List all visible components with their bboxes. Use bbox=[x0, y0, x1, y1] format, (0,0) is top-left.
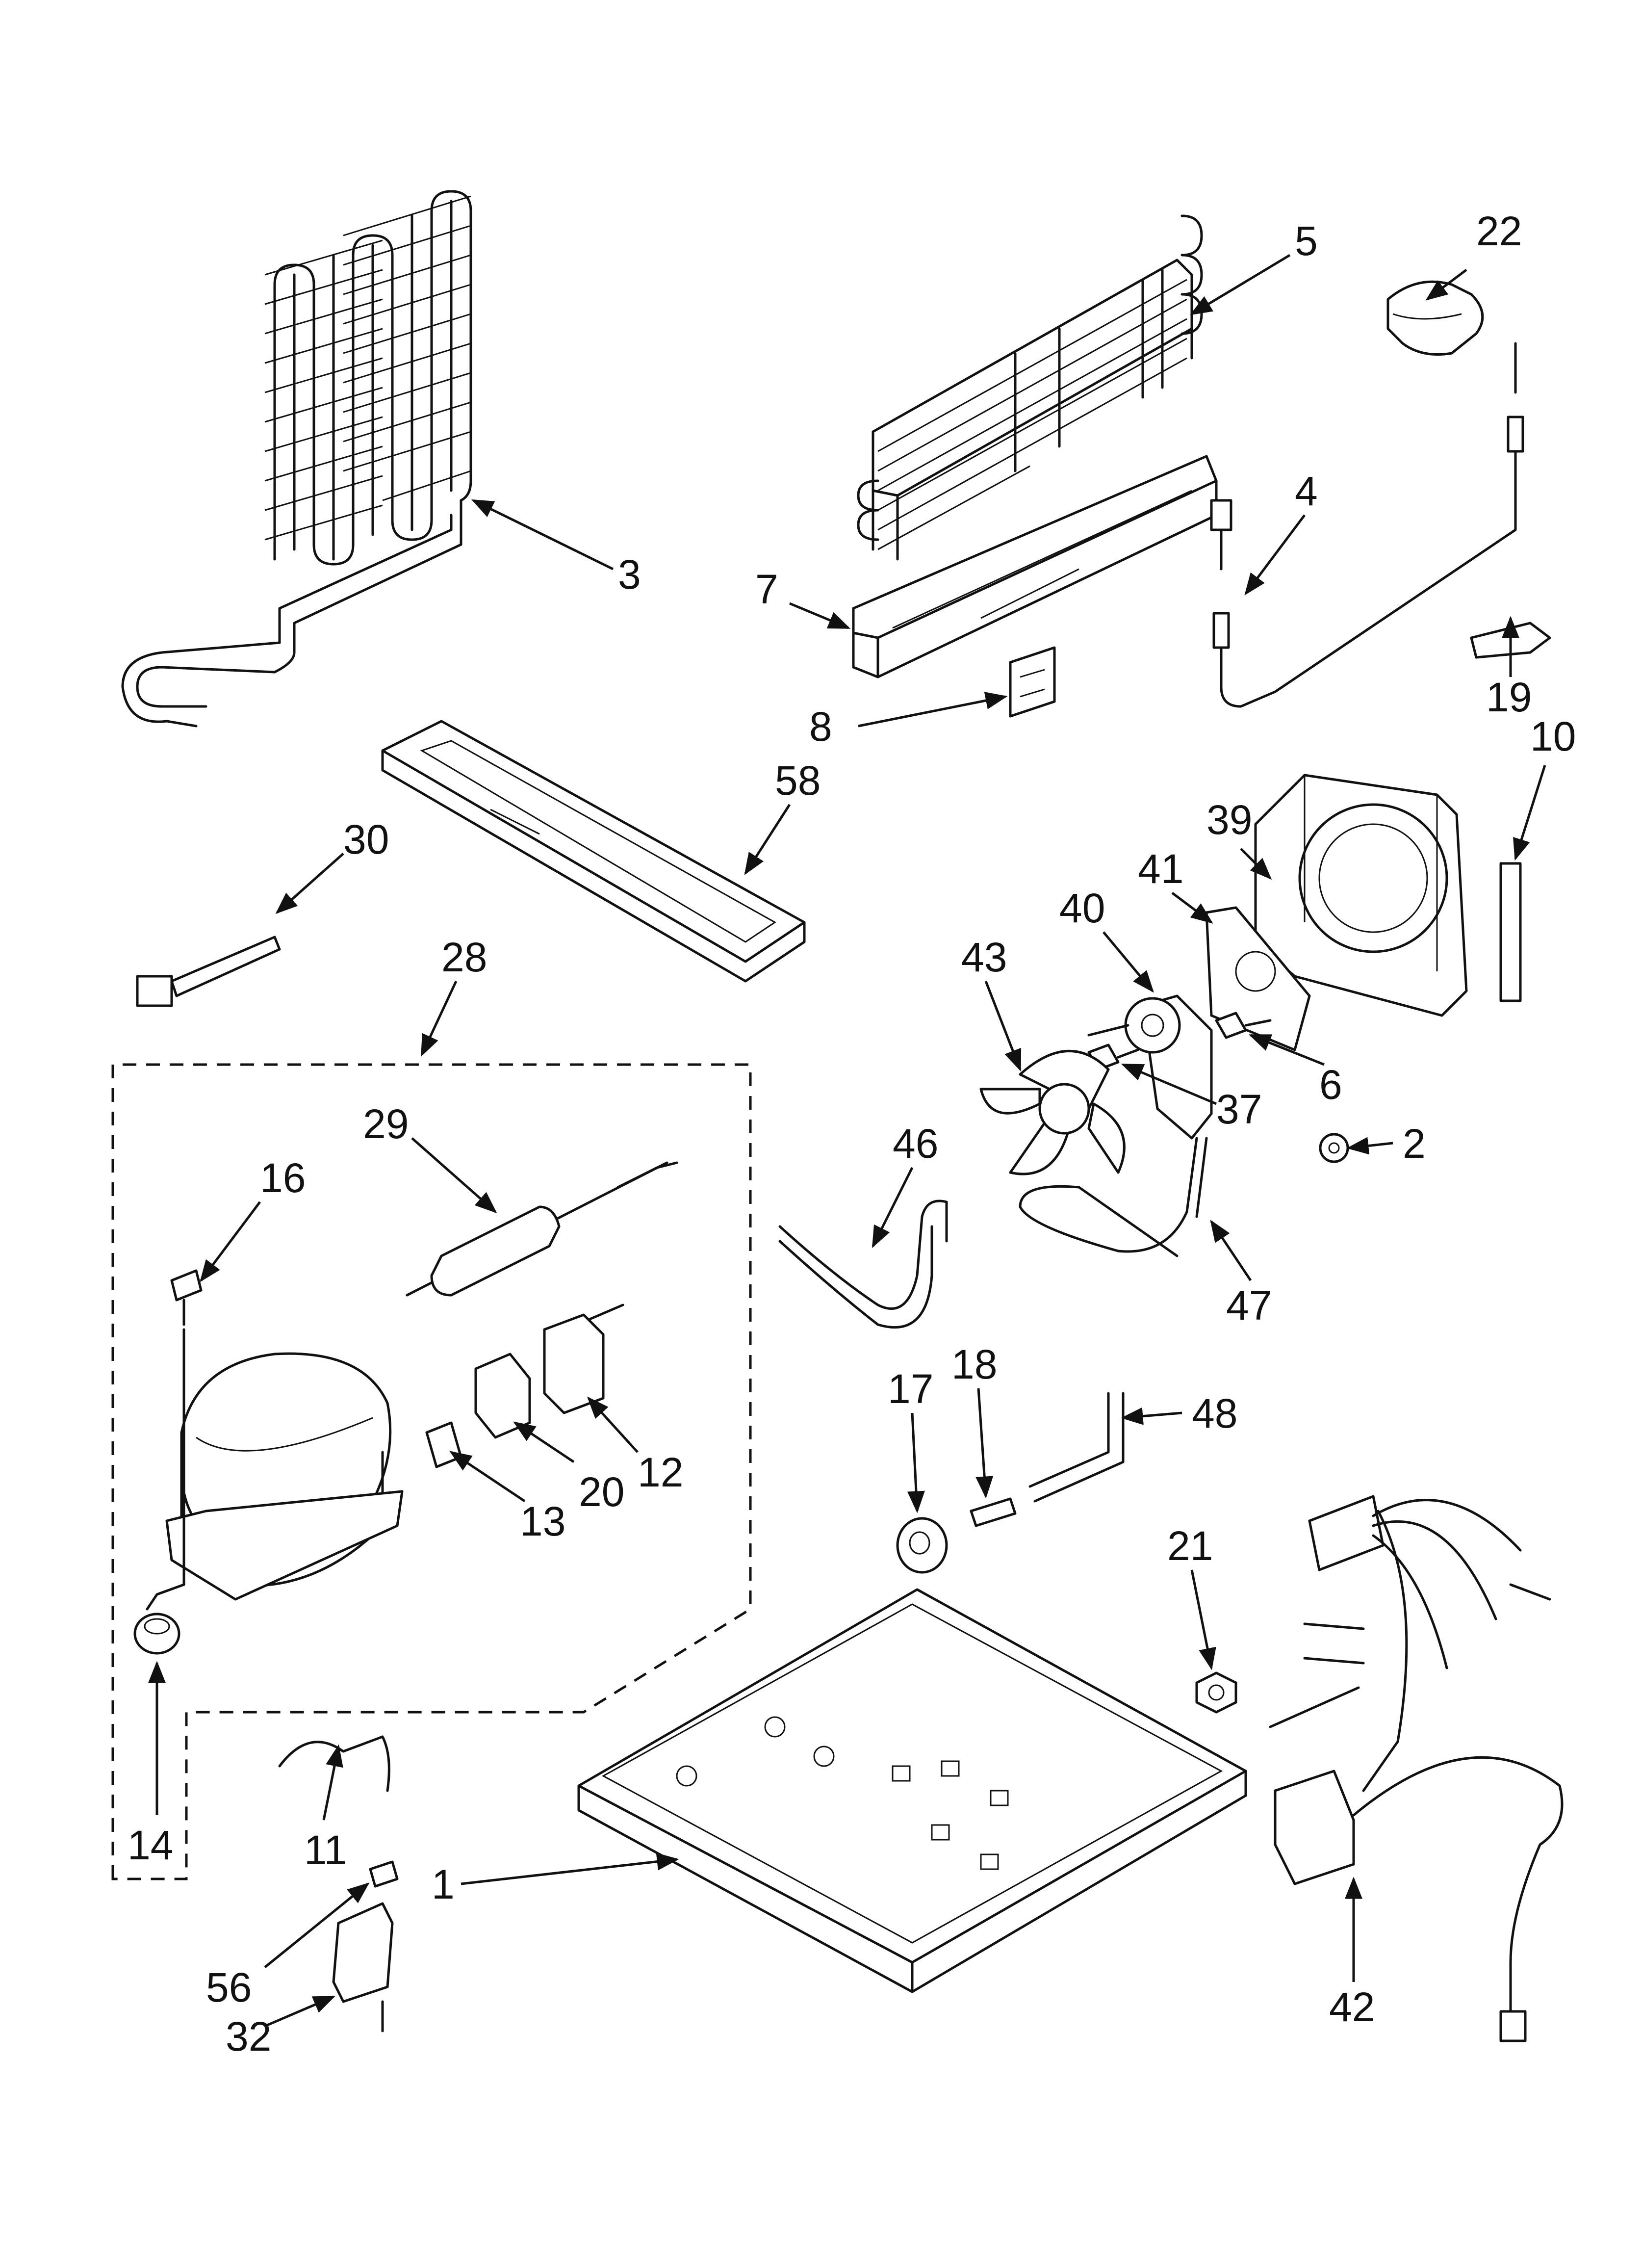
callout-22: 22 bbox=[1476, 208, 1522, 254]
wire-clip-11 bbox=[278, 1735, 390, 1792]
base-frame bbox=[577, 1588, 1247, 1993]
callout-28: 28 bbox=[441, 934, 487, 980]
compressor-grommet bbox=[133, 1613, 180, 1655]
callout-11: 11 bbox=[304, 1827, 347, 1873]
callout-18: 18 bbox=[951, 1341, 997, 1387]
callout-2: 2 bbox=[1403, 1121, 1426, 1167]
callout-20: 20 bbox=[579, 1469, 624, 1515]
compressor-kit-boundary bbox=[111, 1063, 752, 1880]
callout-6: 6 bbox=[1319, 1062, 1342, 1108]
callout-12: 12 bbox=[638, 1449, 683, 1495]
callout-5: 5 bbox=[1295, 218, 1318, 264]
callout-16: 16 bbox=[260, 1155, 306, 1201]
fan-blade bbox=[979, 1050, 1126, 1175]
callout-17: 17 bbox=[888, 1366, 933, 1412]
callout-3: 3 bbox=[618, 551, 641, 598]
overload-cover-20 bbox=[474, 1353, 531, 1439]
tube-48 bbox=[1028, 1392, 1125, 1503]
gasket-strip bbox=[1499, 862, 1522, 1002]
callout-40: 40 bbox=[1059, 885, 1105, 931]
sensor-wire bbox=[1210, 342, 1524, 708]
drain-pan bbox=[381, 720, 806, 983]
callout-21: 21 bbox=[1167, 1523, 1213, 1569]
callout-7: 7 bbox=[755, 566, 778, 612]
callout-41: 41 bbox=[1138, 846, 1183, 892]
compressor bbox=[146, 1328, 404, 1611]
condenser-coil bbox=[121, 190, 472, 728]
callout-19: 19 bbox=[1486, 674, 1532, 720]
callout-58: 58 bbox=[775, 757, 821, 804]
filter-drier bbox=[406, 1161, 678, 1297]
relay-13 bbox=[425, 1421, 462, 1468]
thermostat-cap bbox=[1386, 280, 1484, 356]
bolt-18 bbox=[970, 1497, 1017, 1527]
callout-14: 14 bbox=[128, 1822, 173, 1868]
wiring-harness bbox=[1269, 1495, 1564, 2042]
callout-48: 48 bbox=[1192, 1390, 1237, 1436]
callout-30: 30 bbox=[343, 816, 389, 862]
cable-tie bbox=[136, 936, 281, 1007]
callout-10: 10 bbox=[1530, 713, 1576, 759]
screw-6 bbox=[1215, 1012, 1272, 1039]
callout-43: 43 bbox=[961, 934, 1007, 980]
retaining-nut-2 bbox=[1319, 1133, 1349, 1163]
callout-56: 56 bbox=[206, 1964, 252, 2010]
evaporator-coil bbox=[857, 214, 1203, 561]
mounting-bracket bbox=[1009, 646, 1056, 718]
fan-motor bbox=[1087, 994, 1213, 1140]
callout-labels: 3 5 22 4 7 8 19 10 58 30 28 39 41 40 43 … bbox=[128, 208, 1576, 2059]
ground-screw bbox=[170, 1269, 203, 1326]
grommet-17 bbox=[896, 1517, 948, 1574]
callout-37: 37 bbox=[1216, 1086, 1262, 1132]
callout-47: 47 bbox=[1226, 1282, 1272, 1329]
callout-42: 42 bbox=[1329, 1984, 1375, 2030]
callout-13: 13 bbox=[520, 1498, 565, 1544]
callout-8: 8 bbox=[809, 704, 832, 750]
capacitor-32 bbox=[332, 1902, 394, 2033]
drain-tube-47 bbox=[1019, 1137, 1208, 1257]
callout-39: 39 bbox=[1206, 797, 1252, 843]
nut-21 bbox=[1195, 1671, 1237, 1714]
callout-32: 32 bbox=[226, 2013, 271, 2059]
callout-4: 4 bbox=[1295, 468, 1318, 514]
fan-shroud bbox=[1254, 774, 1468, 1017]
screw-56 bbox=[369, 1860, 399, 1888]
start-relay-12 bbox=[543, 1303, 624, 1414]
leader-lines bbox=[148, 254, 1546, 2028]
callout-29: 29 bbox=[363, 1101, 409, 1147]
callout-46: 46 bbox=[893, 1121, 938, 1167]
drain-tube-46 bbox=[778, 1199, 948, 1329]
callout-1: 1 bbox=[432, 1861, 455, 1907]
